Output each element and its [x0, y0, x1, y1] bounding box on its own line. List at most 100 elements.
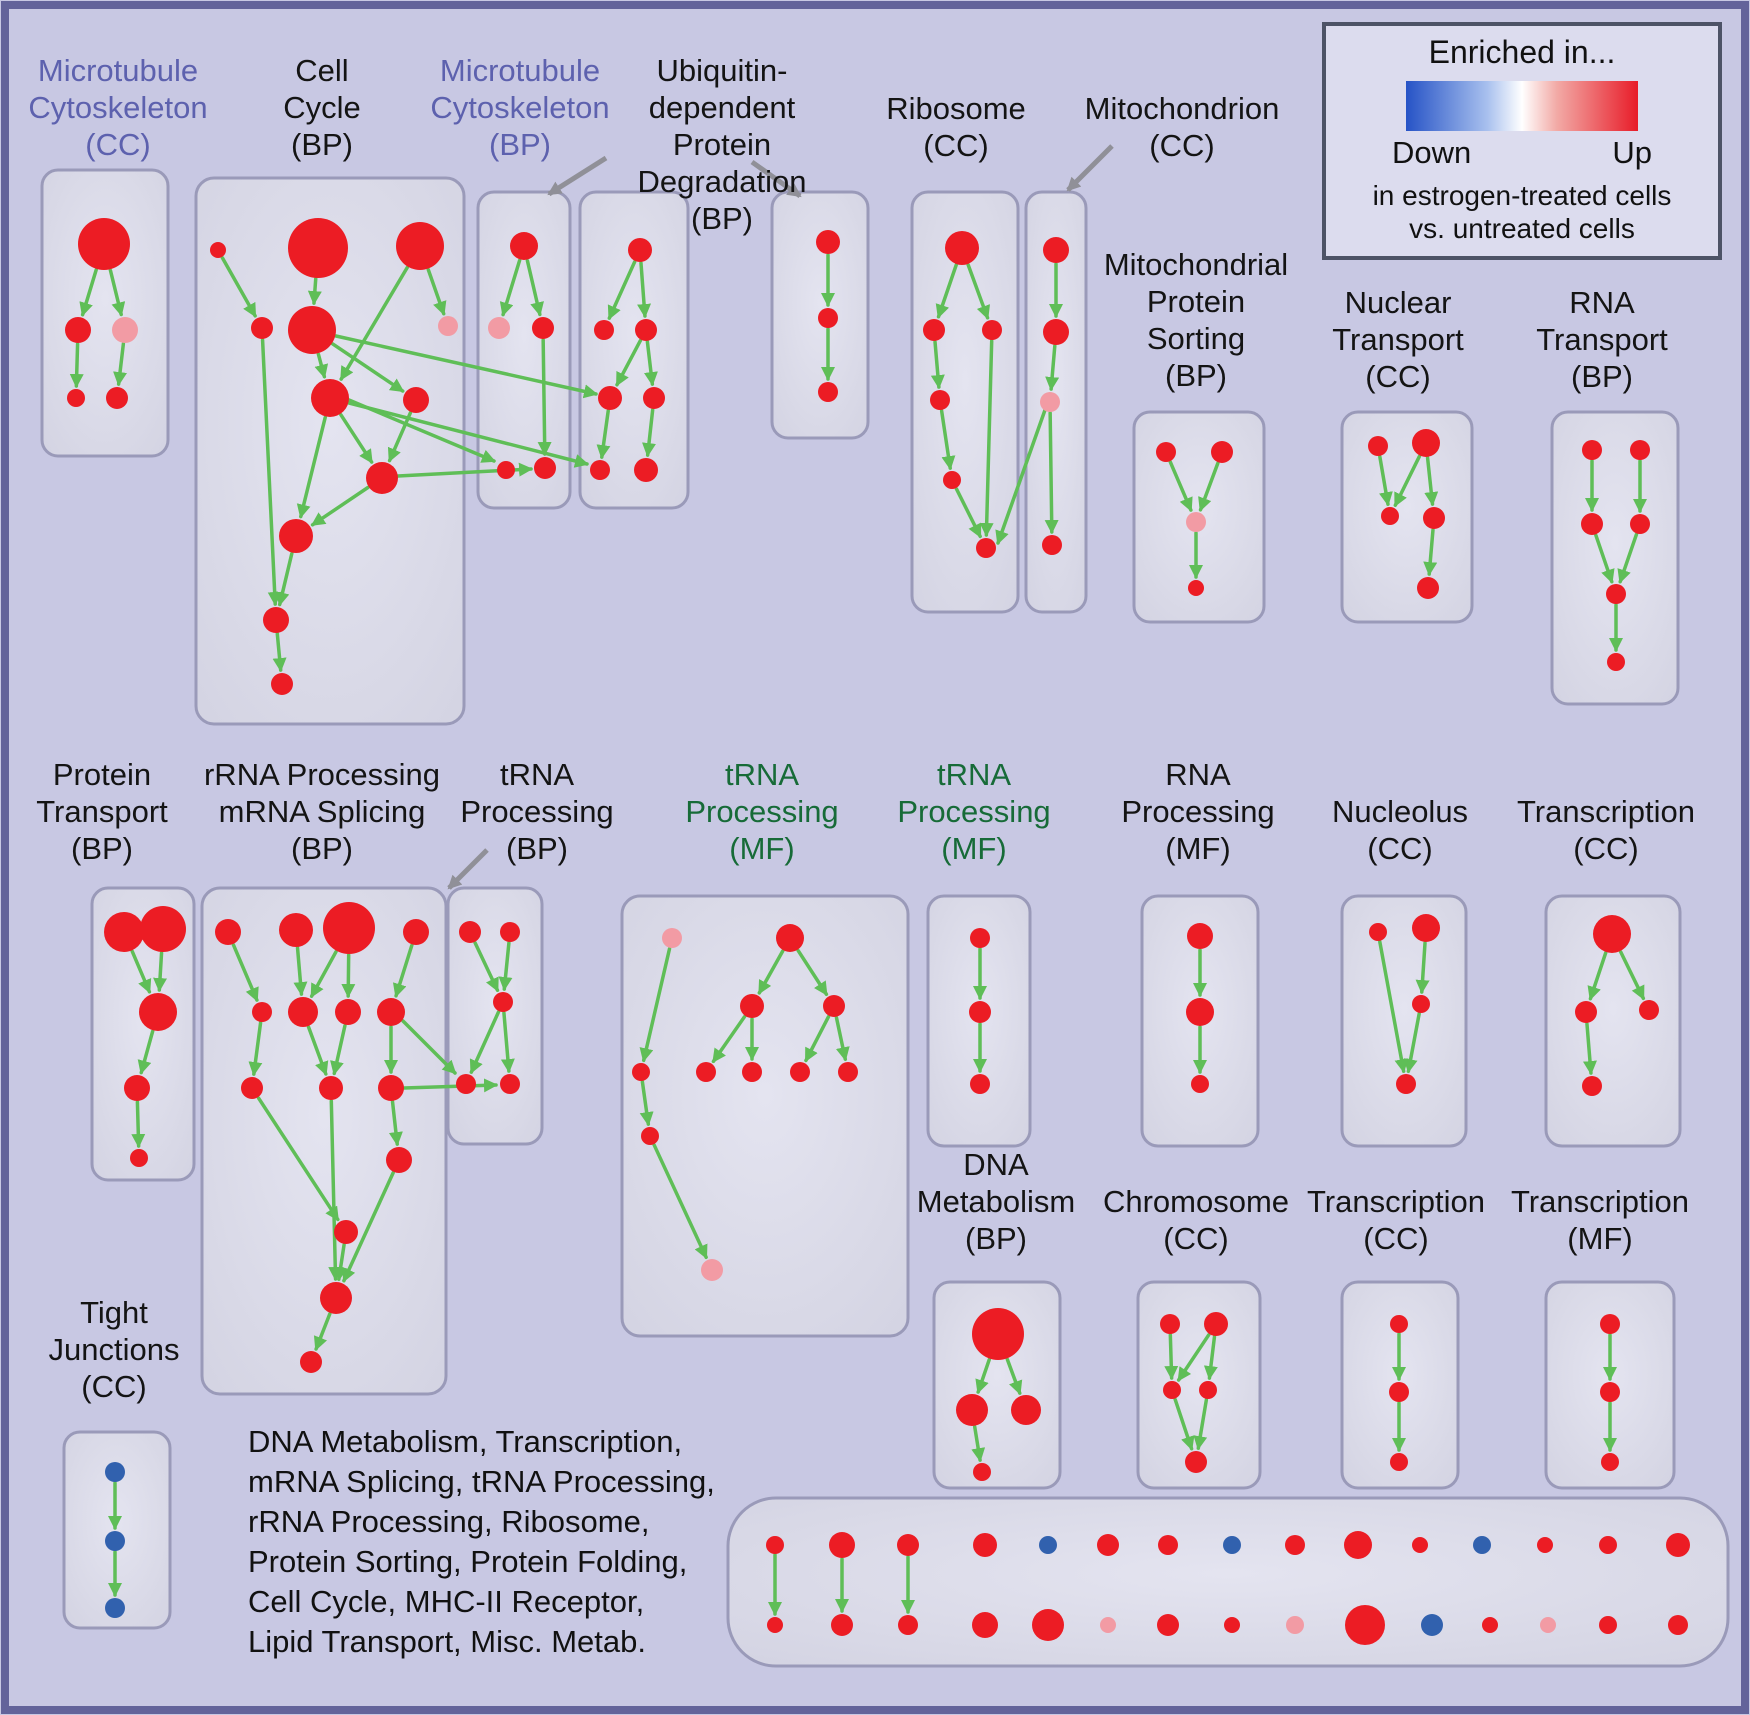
edge-arrow — [642, 408, 656, 458]
go-term-node-red — [829, 1532, 855, 1558]
go-term-node-red — [945, 231, 979, 265]
cluster-box-nucleolus — [1340, 894, 1468, 1148]
go-term-node-red — [279, 519, 313, 553]
edge-arrow — [309, 949, 338, 998]
go-term-node-red — [1600, 1314, 1620, 1334]
go-term-node-red — [510, 232, 538, 260]
go-term-node-red — [215, 919, 241, 945]
legend-subtitle-1: in estrogen-treated cells — [1372, 180, 1672, 211]
cluster-box-rna-transport — [1550, 410, 1680, 706]
go-term-node-red — [1042, 535, 1062, 555]
go-term-node-red — [1381, 507, 1399, 525]
go-term-node-red — [1204, 1312, 1228, 1336]
go-term-node-red — [124, 1075, 150, 1101]
edge-arrow — [1594, 533, 1615, 584]
go-term-node-red — [500, 1074, 520, 1094]
edge-arrow — [1424, 456, 1439, 507]
go-term-node-blue — [105, 1531, 125, 1551]
go-term-node-red — [1607, 653, 1625, 671]
cross-cluster-edge-arrow — [401, 1019, 457, 1075]
label-pointer-arrow — [547, 155, 608, 197]
go-term-node-red — [1537, 1537, 1553, 1553]
go-term-node-red — [1582, 1076, 1602, 1096]
go-term-node-red — [65, 317, 91, 343]
label-pointer-arrow — [750, 159, 802, 199]
go-term-node-red — [976, 538, 996, 558]
go-term-node-red — [1630, 440, 1650, 460]
edge-arrow — [939, 409, 956, 471]
go-term-node-red — [271, 673, 293, 695]
go-term-node-red — [319, 1076, 343, 1100]
legend: Enriched in... Down Up in estrogen-treat… — [1322, 22, 1722, 260]
go-term-node-red — [323, 902, 375, 954]
go-term-node-red — [288, 306, 336, 354]
edge-arrow — [339, 265, 410, 381]
go-term-node-pink — [488, 317, 510, 339]
label-pointer-arrow — [1066, 144, 1114, 192]
go-term-node-red — [130, 1149, 148, 1167]
edge-arrow — [966, 263, 990, 320]
misc-box-label: DNA Metabolism, Transcription, mRNA Spli… — [248, 1422, 715, 1662]
go-term-node-red — [334, 1220, 358, 1244]
go-term-node-red — [1581, 513, 1603, 535]
go-term-node-red — [1599, 1536, 1617, 1554]
go-term-node-red — [970, 928, 990, 948]
go-term-node-blue — [105, 1462, 125, 1482]
edge-arrow — [296, 415, 327, 519]
go-term-node-red — [1285, 1535, 1305, 1555]
edge-arrow — [1619, 950, 1646, 1001]
cross-cluster-edge-arrow — [347, 398, 496, 463]
go-term-node-red — [311, 379, 349, 417]
go-term-node-red — [1417, 577, 1439, 599]
go-term-node-red — [1199, 1381, 1217, 1399]
go-term-node-red — [1158, 1535, 1178, 1555]
go-term-node-red — [923, 319, 945, 341]
edge-arrow — [971, 1425, 986, 1463]
go-term-node-pink — [112, 317, 138, 343]
go-term-node-red — [1606, 584, 1626, 604]
go-term-node-pink — [662, 928, 682, 948]
go-term-node-pink — [438, 316, 458, 336]
go-term-node-red — [366, 462, 398, 494]
go-term-node-red — [696, 1062, 716, 1082]
edge-arrow — [306, 1025, 329, 1076]
go-term-node-blue — [1473, 1536, 1491, 1554]
go-term-node-red — [335, 999, 361, 1025]
go-term-node-red — [139, 993, 177, 1031]
go-term-node-red — [1396, 1074, 1416, 1094]
edge-arrow — [113, 342, 127, 387]
edge-arrow — [1005, 1357, 1023, 1395]
go-term-node-pink — [1100, 1617, 1116, 1633]
go-term-node-red — [497, 461, 515, 479]
edge-arrow — [469, 1010, 501, 1074]
go-term-node-red — [790, 1062, 810, 1082]
edge-arrow — [525, 258, 544, 317]
cross-cluster-edge-arrow — [995, 408, 1047, 545]
go-term-node-red — [1593, 915, 1631, 953]
go-term-node-red — [1601, 1453, 1619, 1471]
go-term-node-red — [251, 317, 273, 339]
go-term-node-red — [740, 994, 764, 1018]
cross-cluster-edge-arrow — [402, 1078, 498, 1093]
go-term-node-red — [838, 1062, 858, 1082]
go-term-node-pink — [1540, 1617, 1556, 1633]
go-term-node-red — [104, 912, 144, 952]
edge-arrow — [498, 941, 513, 992]
edge-arrow — [796, 948, 829, 996]
legend-scale: Down Up — [1392, 135, 1652, 171]
go-term-node-red — [67, 389, 85, 407]
go-term-node-red — [641, 1127, 659, 1145]
label-pointer-arrow — [447, 848, 489, 890]
cluster-box-transcription-cc-1 — [1544, 894, 1682, 1148]
edge-arrow — [652, 1143, 708, 1260]
edge-arrow — [1415, 941, 1430, 995]
cluster-box-dna-metabolism — [932, 1280, 1062, 1490]
misc-box-label-line-3: rRNA Processing, Ribosome, — [248, 1504, 650, 1539]
cluster-box-ribosome-cc — [910, 190, 1020, 614]
edge-arrow — [388, 1100, 403, 1147]
go-term-node-red — [831, 1614, 853, 1636]
legend-title: Enriched in... — [1428, 34, 1616, 70]
go-term-node-red — [742, 1062, 762, 1082]
go-term-node-red — [1369, 923, 1387, 941]
